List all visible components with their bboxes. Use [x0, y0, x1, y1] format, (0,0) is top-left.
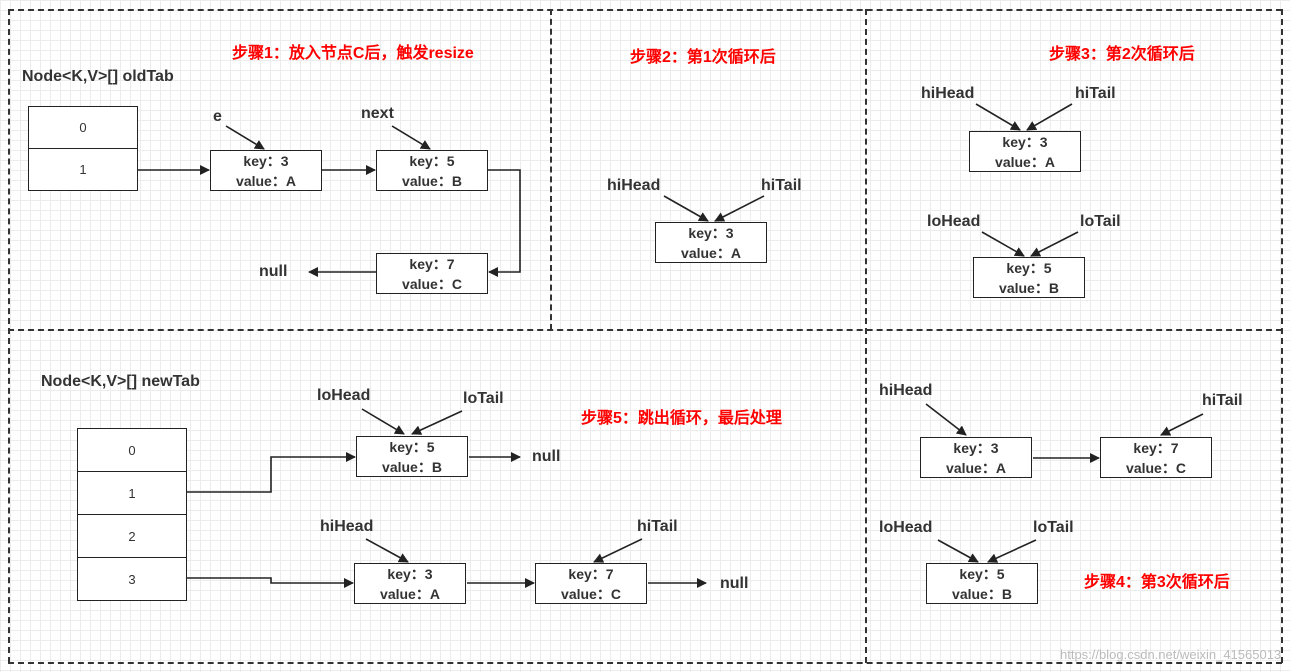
node-key: key：7 — [1133, 439, 1179, 456]
step2-title: 步骤2：第1次循环后 — [630, 49, 776, 66]
step4-title: 步骤4：第3次循环后 — [1084, 574, 1230, 591]
step1-node-b: key：5 value：B — [376, 150, 488, 191]
step2-node-a: key：3 value：A — [655, 222, 767, 263]
pointer-step4-hitail — [1160, 413, 1204, 436]
node-key: key：5 — [389, 438, 435, 455]
pointer-step4-lohead — [937, 539, 979, 563]
step4-label-hitail: hiTail — [1202, 392, 1243, 409]
node-value: value：B — [999, 279, 1059, 296]
node-key: key：5 — [409, 152, 455, 169]
node-value: value：A — [236, 172, 296, 189]
step5-node-a: key：3 value：A — [354, 563, 466, 604]
step5-label-hitail: hiTail — [637, 518, 678, 535]
node-key: key：3 — [688, 224, 734, 241]
step5-null-lo: null — [532, 448, 561, 465]
pointer-step4-hihead — [925, 403, 967, 436]
step5-title: 步骤5：跳出循环，最后处理 — [581, 410, 782, 427]
pointer-step5-hitail — [593, 538, 643, 563]
node-value: value：B — [402, 172, 462, 189]
newtab-cell-1: 1 — [77, 471, 187, 515]
step3-node-b: key：5 value：B — [973, 257, 1085, 298]
step4-node-b: key：5 value：B — [926, 563, 1038, 604]
panel-divider-step2-step3 — [865, 9, 867, 663]
step5-label-hihead: hiHead — [320, 518, 374, 535]
step4-label-hihead: hiHead — [879, 382, 933, 399]
step4-node-c: key：7 value：C — [1100, 437, 1212, 478]
step2-label-hihead: hiHead — [607, 177, 661, 194]
node-key: key：3 — [387, 565, 433, 582]
node-value: value：A — [681, 244, 741, 261]
step5-node-c: key：7 value：C — [535, 563, 647, 604]
pointer-step3-lohead — [981, 231, 1025, 257]
step1-title: 步骤1：放入节点C后，触发resize — [232, 45, 474, 62]
oldtab-cell-1: 1 — [28, 148, 138, 191]
step4-label-lohead: loHead — [879, 519, 933, 536]
pointer-next — [391, 125, 431, 150]
panel-border-top — [8, 9, 1282, 11]
pointer-step3-hitail — [1026, 103, 1073, 131]
node-value: value：A — [995, 153, 1055, 170]
panel-border-right — [1281, 9, 1283, 663]
step4-node-a: key：3 value：A — [920, 437, 1032, 478]
pointer-e — [225, 125, 265, 150]
label-next: next — [361, 105, 394, 122]
node-key: key：5 — [959, 565, 1005, 582]
step5-node-b: key：5 value：B — [356, 436, 468, 477]
step3-label-hitail: hiTail — [1075, 85, 1116, 102]
pointer-step5-hihead — [365, 538, 409, 563]
newtab-cell-2: 2 — [77, 514, 187, 558]
panel-border-left — [8, 9, 10, 663]
step5-null-hi: null — [720, 575, 749, 592]
oldtab-cell-0: 0 — [28, 106, 138, 149]
pointer-step4-lotail — [987, 539, 1037, 563]
node-key: key：7 — [409, 255, 455, 272]
node-value: value：A — [380, 585, 440, 602]
node-key: key：7 — [568, 565, 614, 582]
arrow-node-b-to-node-c — [488, 169, 521, 277]
step5-label-lohead: loHead — [317, 387, 371, 404]
arrow-newtab-1-to-node-b — [187, 452, 356, 493]
step2-label-hitail: hiTail — [761, 177, 802, 194]
newtab-cell-0: 0 — [77, 428, 187, 472]
step1-null: null — [259, 263, 288, 280]
node-key: key：5 — [1006, 259, 1052, 276]
step1-node-c: key：7 value：C — [376, 253, 488, 294]
newtab-cell-3: 3 — [77, 557, 187, 601]
node-key: key：3 — [243, 152, 289, 169]
newtab-title: Node<K,V>[] newTab — [41, 373, 200, 390]
label-e: e — [213, 108, 222, 125]
step3-label-lohead: loHead — [927, 213, 981, 230]
step3-label-hihead: hiHead — [921, 85, 975, 102]
pointer-step5-lotail — [411, 410, 463, 435]
arrow-newtab-3-to-node-a — [187, 577, 354, 588]
watermark: https://blog.csdn.net/weixin_41565013 — [1060, 647, 1282, 662]
pointer-step5-lohead — [361, 408, 405, 435]
node-value: value：C — [561, 585, 621, 602]
step1-node-a: key：3 value：A — [210, 150, 322, 191]
node-key: key：3 — [953, 439, 999, 456]
step4-label-lotail: loTail — [1033, 519, 1074, 536]
step3-label-lotail: loTail — [1080, 213, 1121, 230]
panel-divider-horizontal — [8, 329, 1282, 331]
pointer-step2-hihead — [663, 195, 709, 222]
oldtab-title: Node<K,V>[] oldTab — [22, 68, 174, 85]
node-value: value：C — [402, 275, 462, 292]
pointer-step3-hihead — [975, 103, 1021, 131]
pointer-step3-lotail — [1030, 231, 1079, 257]
step3-node-a: key：3 value：A — [969, 131, 1081, 172]
node-value: value：A — [946, 459, 1006, 476]
node-value: value：C — [1126, 459, 1186, 476]
node-value: value：B — [952, 585, 1012, 602]
step3-title: 步骤3：第2次循环后 — [1049, 46, 1195, 63]
node-value: value：B — [382, 458, 442, 475]
node-key: key：3 — [1002, 133, 1048, 150]
panel-border-bottom — [8, 662, 1282, 664]
panel-divider-step1-step2 — [550, 9, 552, 330]
step5-label-lotail: loTail — [463, 390, 504, 407]
pointer-step2-hitail — [714, 195, 765, 222]
